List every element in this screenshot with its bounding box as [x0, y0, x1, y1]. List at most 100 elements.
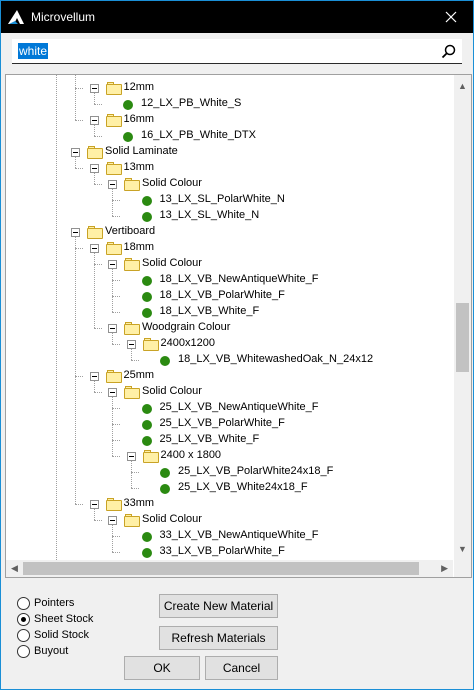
close-button[interactable]	[429, 1, 473, 33]
tree-folder-node[interactable]: Solid Colour	[6, 512, 446, 528]
material-item[interactable]: 33_LX_VB_NewAntiqueWhite_F	[6, 528, 446, 544]
material-item[interactable]: 33_LX_VB_PolarWhite_F	[6, 544, 446, 560]
scroll-down-icon[interactable]: ▼	[458, 544, 467, 554]
ok-button[interactable]: OK	[124, 656, 200, 680]
tree-node-label: 25_LX_VB_NewAntiqueWhite_F	[159, 401, 319, 413]
collapse-icon[interactable]	[108, 324, 117, 333]
radio-button[interactable]	[17, 613, 30, 626]
tree-folder-node[interactable]: 12mm	[6, 80, 446, 96]
scroll-up-icon[interactable]: ▲	[458, 81, 467, 91]
tree-folder-node[interactable]: Solid Colour	[6, 256, 446, 272]
tree-folder-node[interactable]: Solid Colour	[6, 384, 446, 400]
folder-icon	[105, 114, 122, 127]
search-input[interactable]: white	[18, 43, 49, 59]
tree-folder-node[interactable]: 18mm	[6, 240, 446, 256]
folder-icon	[142, 450, 159, 463]
collapse-icon[interactable]	[108, 388, 117, 397]
tree-folder-node[interactable]: 2400x1200	[6, 336, 446, 352]
tree-guide-line	[130, 458, 132, 472]
material-item[interactable]: 18_LX_VB_White_F	[6, 304, 446, 320]
tree-guide-line	[130, 488, 139, 489]
create-new-material-button[interactable]: Create New Material	[159, 594, 278, 618]
collapse-icon[interactable]	[89, 244, 99, 253]
tree-guide-line	[75, 376, 83, 377]
folder-icon	[105, 498, 122, 511]
tree-guide-line	[112, 216, 120, 217]
folder-icon	[124, 178, 140, 191]
tree-folder-node[interactable]: Solid Colour	[6, 176, 446, 192]
vertical-scrollbar[interactable]: ▲ ▼	[454, 75, 471, 560]
tree-folder-node[interactable]: 13mm	[6, 160, 446, 176]
collapse-icon[interactable]	[89, 84, 99, 93]
collapse-icon[interactable]	[89, 116, 99, 125]
material-item[interactable]: 25_LX_VB_NewAntiqueWhite_F	[6, 400, 446, 416]
material-item[interactable]: 25_LX_VB_White24x18_F	[6, 480, 446, 496]
collapse-icon[interactable]	[108, 180, 117, 189]
material-item[interactable]: 25_LX_VB_PolarWhite_F	[6, 416, 446, 432]
tree-folder-node[interactable]: Solid Laminate	[6, 144, 446, 160]
material-item[interactable]: 12_LX_PB_White_S	[6, 96, 446, 112]
tree-node-label: 33_LX_VB_NewAntiqueWhite_F	[159, 529, 319, 541]
tree-guide-line	[75, 88, 83, 89]
material-item[interactable]: 13_LX_SL_PolarWhite_N	[6, 192, 446, 208]
collapse-icon[interactable]	[126, 452, 136, 461]
material-item[interactable]: 18_LX_VB_PolarWhite_F	[6, 288, 446, 304]
collapse-icon[interactable]	[71, 148, 80, 157]
collapse-icon[interactable]	[89, 500, 99, 509]
tree-folder-node[interactable]: Woodgrain Colour	[6, 320, 446, 336]
folder-icon	[142, 338, 159, 351]
collapse-icon[interactable]	[108, 516, 117, 525]
refresh-materials-button[interactable]: Refresh Materials	[159, 626, 278, 650]
tree-node-label: Woodgrain Colour	[142, 321, 231, 333]
tree-folder-node[interactable]: 33mm	[6, 496, 446, 512]
radio-button[interactable]	[17, 629, 30, 642]
tree-node-label: 25_LX_VB_White24x18_F	[178, 481, 308, 493]
folder-icon	[87, 226, 103, 239]
tree-guide-line	[93, 90, 95, 104]
title-bar: Microvellum	[1, 1, 473, 33]
scroll-right-icon[interactable]: ▶	[441, 563, 448, 573]
tree-guide-line	[112, 394, 113, 408]
material-item[interactable]: 25_LX_VB_PolarWhite24x18_F	[6, 464, 446, 480]
tree-node-label: 33_LX_VB_PolarWhite_F	[159, 545, 285, 557]
tree-guide-line	[93, 264, 95, 328]
collapse-icon[interactable]	[89, 164, 99, 173]
cancel-button[interactable]: Cancel	[205, 656, 278, 680]
tree-folder-node[interactable]: 2400 x 1800	[6, 448, 446, 464]
tree-folder-node[interactable]: Vertiboard	[6, 224, 446, 240]
search-bar: white	[12, 39, 462, 64]
scroll-left-icon[interactable]: ◀	[11, 563, 18, 573]
material-item[interactable]: 16_LX_PB_White_DTX	[6, 128, 446, 144]
tree-folder-node[interactable]: 16mm	[6, 112, 446, 128]
horizontal-scrollbar[interactable]: ◀ ▶	[6, 560, 453, 577]
tree-guide-line	[93, 122, 95, 136]
horizontal-scroll-thumb[interactable]	[23, 562, 419, 575]
tree-node-label: 18_LX_VB_WhitewashedOak_N_24x12	[178, 353, 374, 365]
material-item[interactable]: 18_LX_VB_WhitewashedOak_N_24x12	[6, 352, 446, 368]
vertical-scroll-thumb[interactable]	[456, 303, 469, 372]
tree-guide-line	[93, 104, 102, 105]
collapse-icon[interactable]	[108, 260, 117, 269]
tree-guide-line	[112, 312, 120, 313]
material-item[interactable]: 25_LX_VB_White_F	[6, 432, 446, 448]
material-dot-icon	[160, 356, 170, 366]
collapse-icon[interactable]	[71, 228, 80, 237]
search-icon[interactable]	[441, 44, 456, 59]
tree-node-label: 18_LX_VB_NewAntiqueWhite_F	[159, 273, 319, 285]
material-item[interactable]: 18_LX_VB_NewAntiqueWhite_F	[6, 272, 446, 288]
folder-icon	[105, 370, 122, 383]
tree-guide-line	[112, 408, 120, 409]
material-item[interactable]: 13_LX_SL_White_N	[6, 208, 446, 224]
collapse-icon[interactable]	[126, 340, 136, 349]
tree-guide-line	[112, 536, 113, 552]
tree-node-label: Solid Colour	[142, 257, 202, 269]
material-dot-icon	[141, 548, 152, 558]
tree-folder-node[interactable]: 25mm	[6, 368, 446, 384]
tree-guide-line	[112, 280, 120, 281]
radio-button[interactable]	[17, 645, 30, 658]
collapse-icon[interactable]	[89, 372, 99, 381]
tree-guide-line	[75, 376, 76, 504]
radio-button[interactable]	[17, 597, 30, 610]
